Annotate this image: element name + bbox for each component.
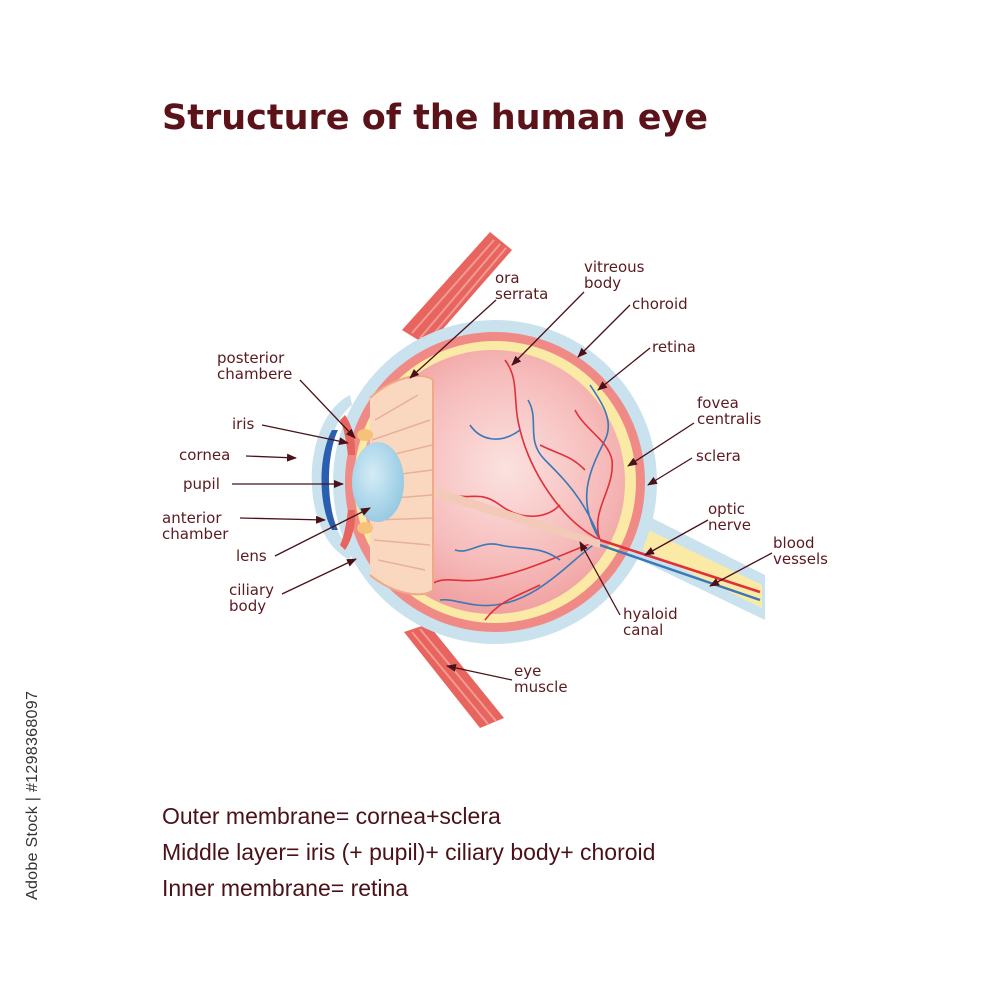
choroid-pointer bbox=[577, 304, 631, 358]
label-eye-muscle-1: eye bbox=[514, 662, 541, 680]
label-optic-1: optic bbox=[708, 500, 745, 518]
label-choroid: choroid bbox=[632, 295, 688, 313]
blood-vessels-pointer bbox=[709, 552, 773, 587]
eye-muscle-top bbox=[402, 232, 512, 346]
label-vitreous-2: body bbox=[584, 274, 621, 292]
label-lens: lens bbox=[236, 547, 267, 565]
optic-nerve-pointer bbox=[644, 519, 709, 556]
label-retina: retina bbox=[652, 338, 696, 356]
eye-muscle-bottom bbox=[404, 624, 504, 728]
label-vitreous-1: vitreous bbox=[584, 258, 645, 276]
label-hyaloid-2: canal bbox=[623, 621, 663, 639]
optic-blood-vessels bbox=[599, 538, 761, 602]
lens bbox=[352, 442, 404, 522]
lens-pointer bbox=[274, 507, 371, 557]
label-posterior-2: chambere bbox=[217, 365, 292, 383]
label-cornea: cornea bbox=[179, 446, 230, 464]
ora-serrata-pointer bbox=[409, 299, 497, 379]
label-fovea-1: fovea bbox=[697, 394, 739, 412]
page-title: Structure of the human eye bbox=[162, 98, 709, 138]
legend-inner-membrane: Inner membrane= retina bbox=[162, 875, 409, 901]
label-posterior-1: posterior bbox=[217, 349, 285, 367]
retinal-vessels bbox=[429, 359, 613, 621]
label-ora-serrata-2: serrata bbox=[495, 285, 548, 303]
eye-muscle-pointer bbox=[446, 663, 513, 681]
membrane-legend: Outer membrane= cornea+sclera Middle lay… bbox=[162, 798, 655, 906]
label-anterior-2: chamber bbox=[162, 525, 229, 543]
zonule-top bbox=[357, 429, 373, 441]
zonule-bottom bbox=[357, 522, 373, 534]
label-optic-2: nerve bbox=[708, 516, 751, 534]
legend-middle-layer: Middle layer= iris (+ pupil)+ ciliary bo… bbox=[162, 839, 656, 865]
label-eye-muscle-2: muscle bbox=[514, 678, 568, 696]
anterior-pointer bbox=[239, 515, 326, 524]
iris-pointer bbox=[261, 424, 349, 446]
legend-outer-membrane: Outer membrane= cornea+sclera bbox=[162, 803, 501, 829]
label-blood-2: vessels bbox=[773, 550, 828, 568]
label-anterior-1: anterior bbox=[162, 509, 222, 527]
sclera-pointer bbox=[647, 457, 693, 486]
label-ciliary-2: body bbox=[229, 597, 266, 615]
label-sclera: sclera bbox=[696, 447, 741, 465]
retina-pointer bbox=[597, 347, 651, 391]
label-hyaloid-1: hyaloid bbox=[623, 605, 678, 623]
hyaloid-pointer bbox=[579, 541, 621, 616]
label-fovea-2: centralis bbox=[697, 410, 762, 428]
ciliary-pointer bbox=[281, 558, 357, 595]
hyaloid-canal bbox=[405, 478, 600, 548]
cornea-pointer bbox=[245, 453, 297, 462]
label-blood-1: blood bbox=[773, 534, 815, 552]
anterior-chamber bbox=[321, 430, 338, 530]
label-pupil: pupil bbox=[183, 475, 220, 493]
label-ciliary-1: ciliary bbox=[229, 581, 274, 599]
label-iris: iris bbox=[232, 415, 255, 433]
vitreous-pointer bbox=[511, 291, 585, 366]
posterior-pointer bbox=[299, 379, 356, 439]
label-ora-serrata-1: ora bbox=[495, 269, 520, 287]
fovea-pointer bbox=[627, 422, 695, 467]
